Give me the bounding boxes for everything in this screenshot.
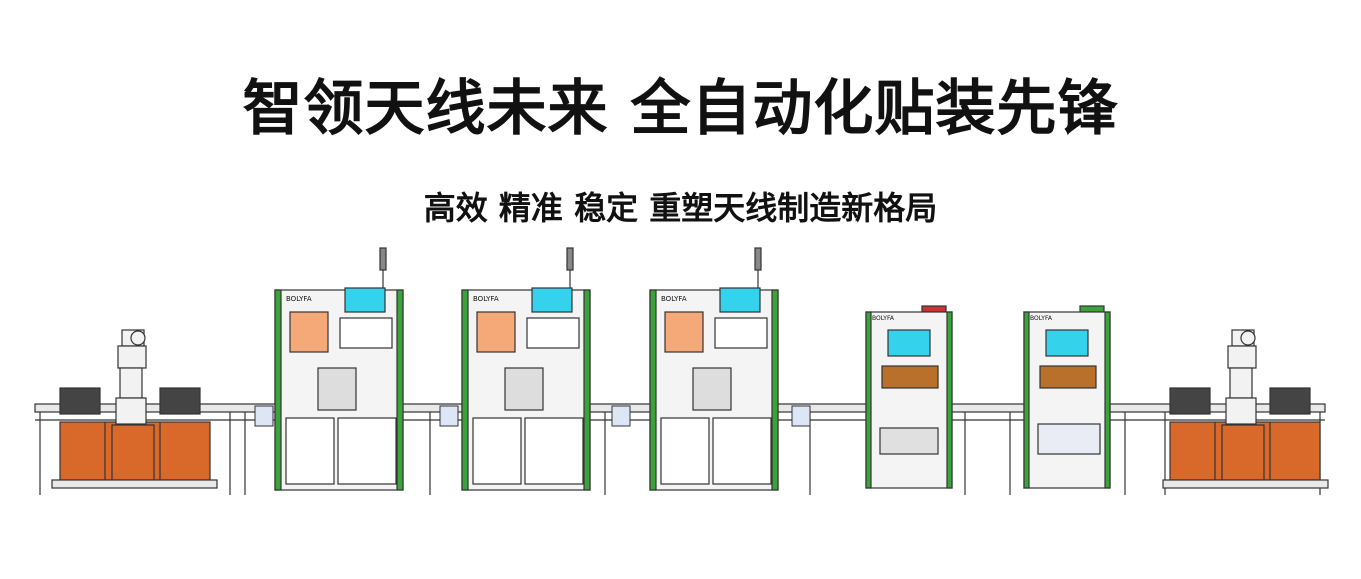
brand-label: BOLYFA	[872, 315, 895, 322]
loading-station-right	[1162, 329, 1329, 489]
robot-arm-right	[1225, 329, 1257, 425]
inspection-machine-2: BOLYFA	[1023, 305, 1111, 489]
banner-subtitle: 高效 精准 稳定 重塑天线制造新格局	[423, 189, 938, 227]
transfer-boxes	[254, 405, 811, 427]
brand-label: BOLYFA	[473, 295, 499, 303]
brand-label: BOLYFA	[661, 295, 687, 303]
inspection-machine-1: BOLYFA	[865, 305, 953, 489]
robot-arm-left	[115, 329, 147, 425]
placement-machine-3: BOLYFA	[649, 247, 779, 491]
placement-machine-1: BOLYFA	[274, 247, 404, 491]
production-line-illustration: BOLYFA BOLYFA BOLYFA	[34, 247, 1329, 495]
banner-title: 智领天线未来 全自动化贴装先锋	[242, 74, 1119, 144]
brand-label: BOLYFA	[286, 295, 312, 303]
placement-machine-2: BOLYFA	[461, 247, 591, 491]
loading-station-left	[51, 329, 218, 489]
brand-label: BOLYFA	[1030, 315, 1053, 322]
